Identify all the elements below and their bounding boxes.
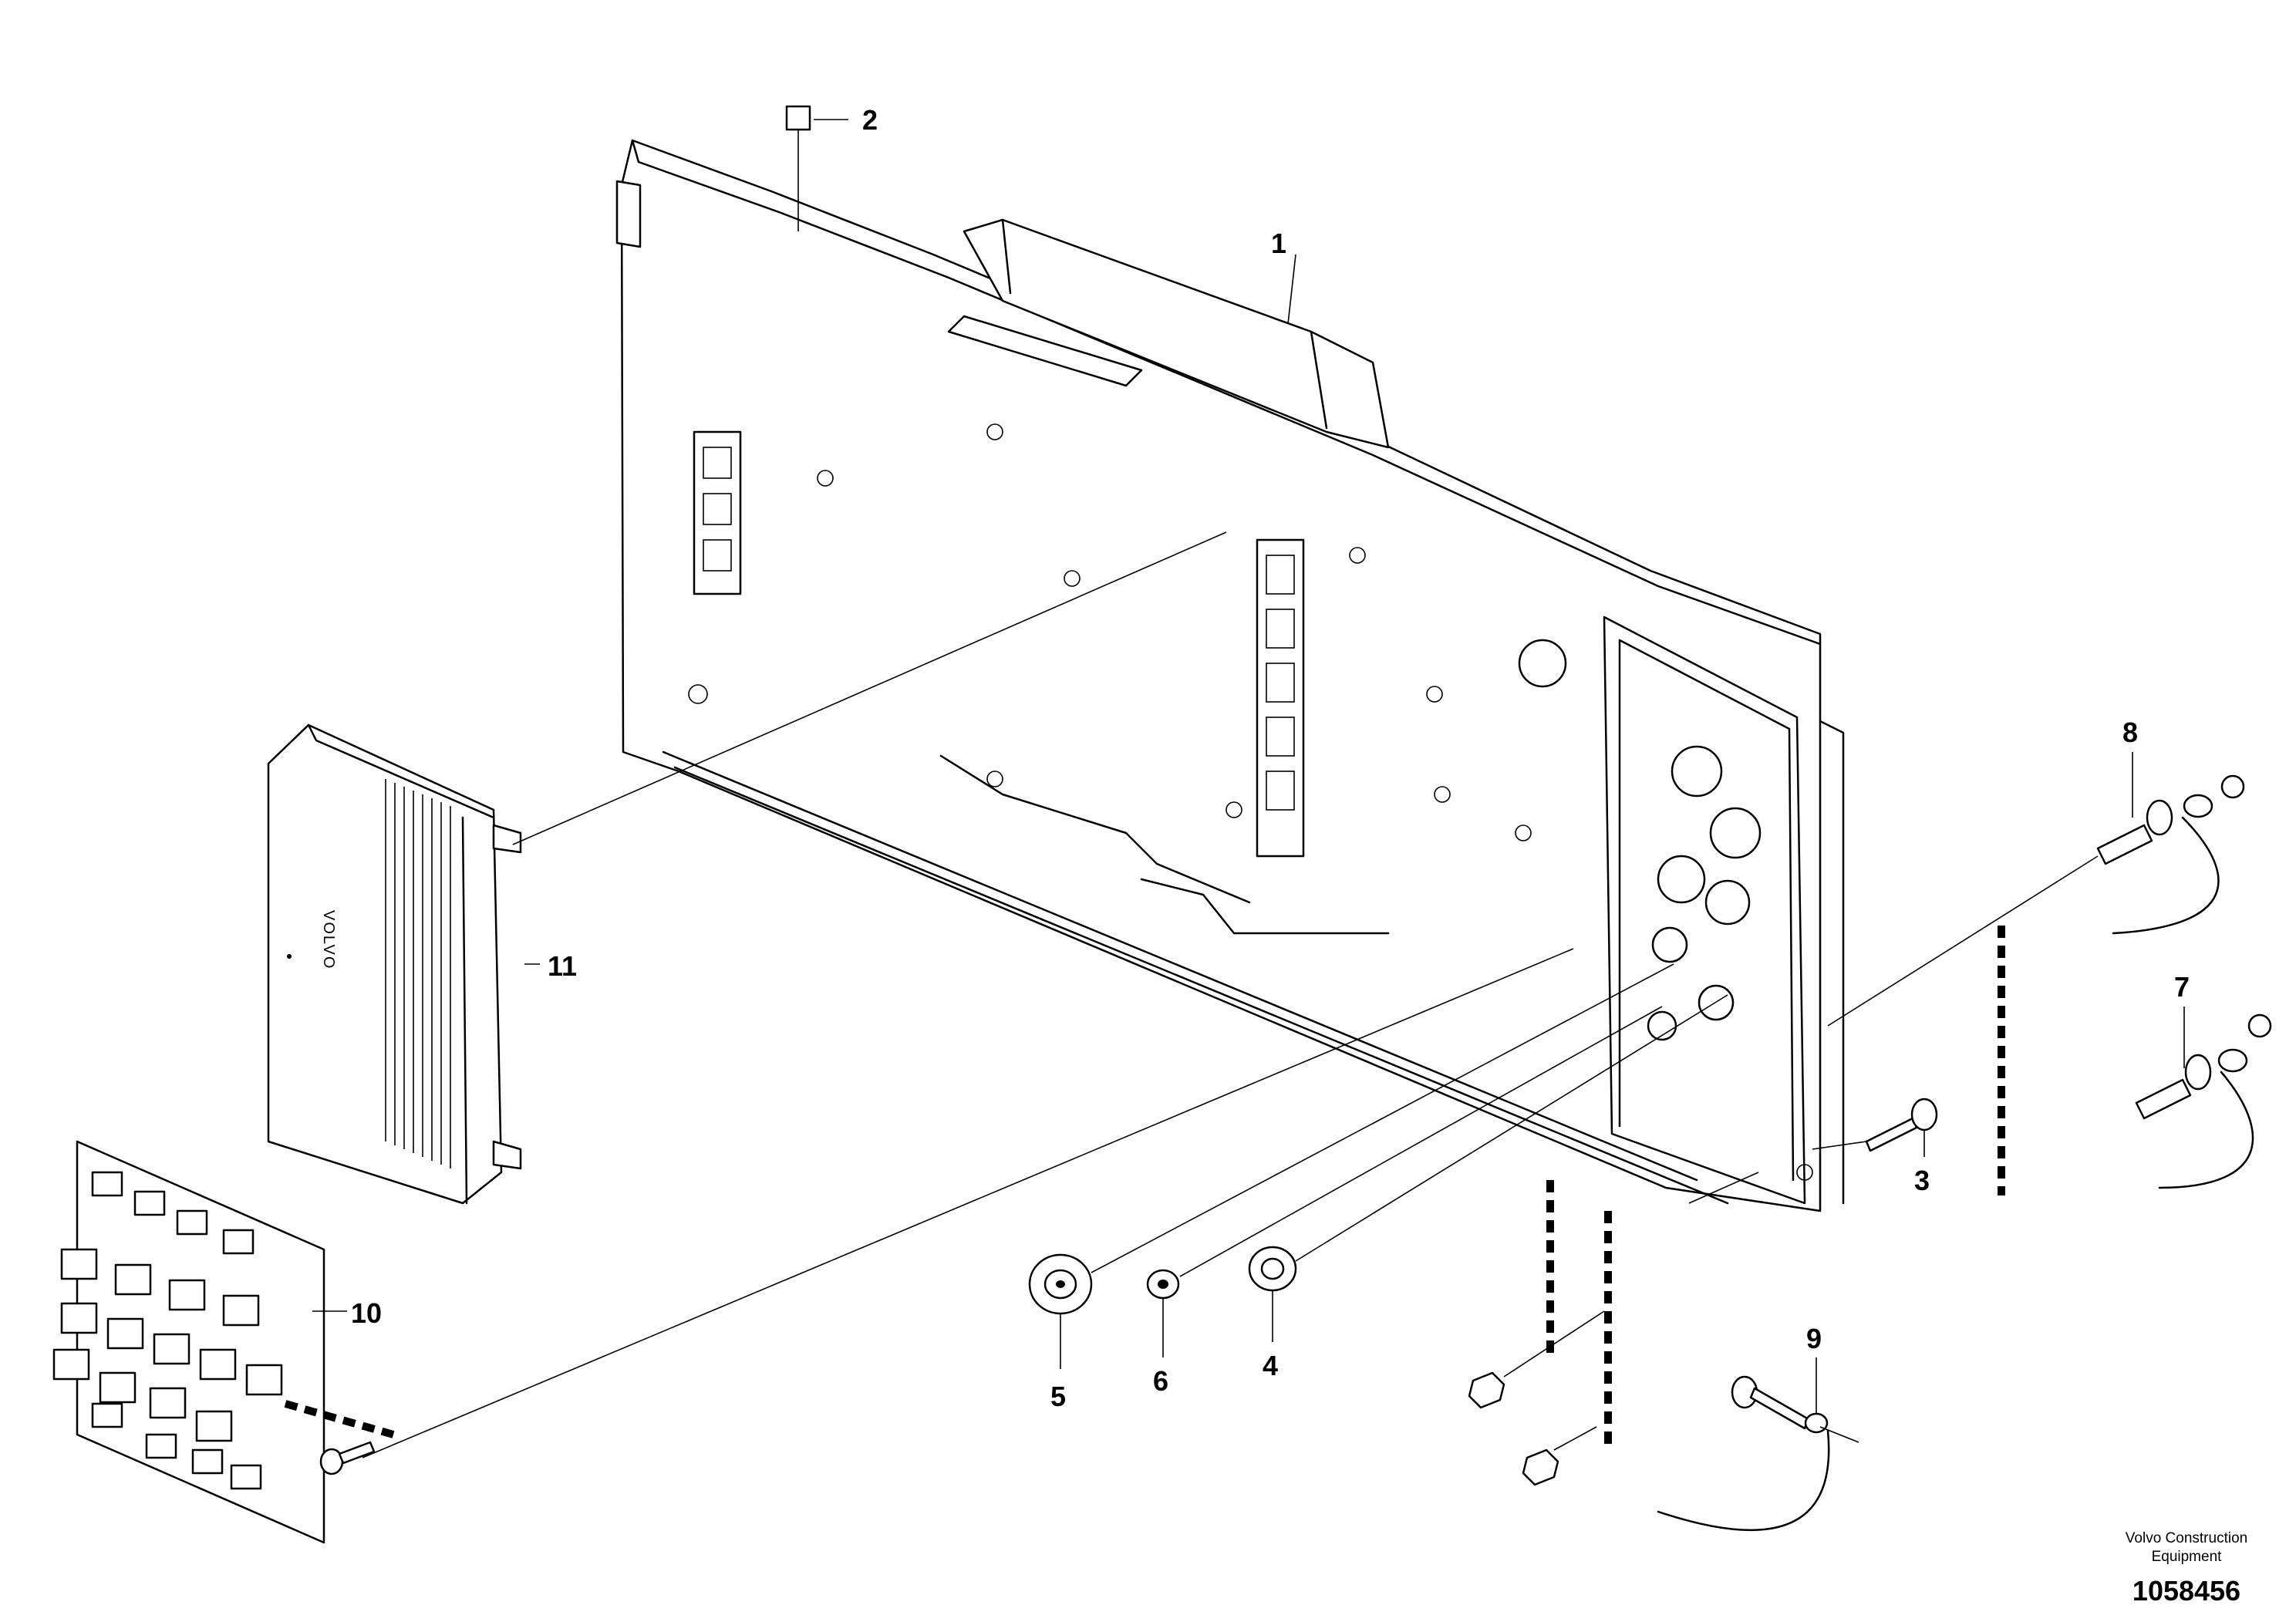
ground-cable-upper xyxy=(2096,774,2245,935)
small-grommet xyxy=(1146,1269,1180,1300)
nut-left xyxy=(1468,1371,1505,1409)
module-logo-text: VOLVO xyxy=(320,910,337,969)
callout-8: 8 xyxy=(2122,717,2138,748)
drawing-footer: Volvo Construction Equipment 1058456 xyxy=(2126,1530,2247,1607)
assembly-lines xyxy=(312,119,2185,1458)
company-name-line2: Equipment xyxy=(2152,1549,2223,1565)
drawing-number: 1058456 xyxy=(2132,1575,2240,1607)
callout-labels: 2 1 11 10 5 6 4 3 8 7 9 xyxy=(351,104,2190,1412)
callout-6: 6 xyxy=(1153,1365,1168,1397)
large-grommet xyxy=(1028,1253,1093,1315)
callout-5: 5 xyxy=(1050,1381,1066,1412)
medium-grommet xyxy=(1248,1246,1297,1292)
callout-10: 10 xyxy=(351,1297,382,1329)
side-screw xyxy=(1865,1098,1938,1152)
bolt-with-cable xyxy=(1657,1375,1830,1531)
callout-11: 11 xyxy=(548,950,577,982)
dashed-wires xyxy=(284,926,2005,1450)
control-unit-module: VOLVO xyxy=(267,723,522,1205)
company-name-line1: Volvo Construction xyxy=(2126,1530,2247,1546)
callout-7: 7 xyxy=(2174,971,2190,1003)
board-screw xyxy=(319,1441,376,1475)
nut-right xyxy=(1522,1448,1559,1486)
callout-9: 9 xyxy=(1806,1323,1822,1354)
callout-3: 3 xyxy=(1914,1165,1930,1196)
callout-2: 2 xyxy=(862,104,878,136)
relay-circuit-board xyxy=(52,1140,325,1544)
electrical-panel-frame xyxy=(615,139,1845,1212)
top-bolt xyxy=(785,105,811,231)
callout-1: 1 xyxy=(1271,228,1286,259)
ground-cable-lower xyxy=(2135,1013,2272,1189)
callout-4: 4 xyxy=(1263,1350,1278,1381)
